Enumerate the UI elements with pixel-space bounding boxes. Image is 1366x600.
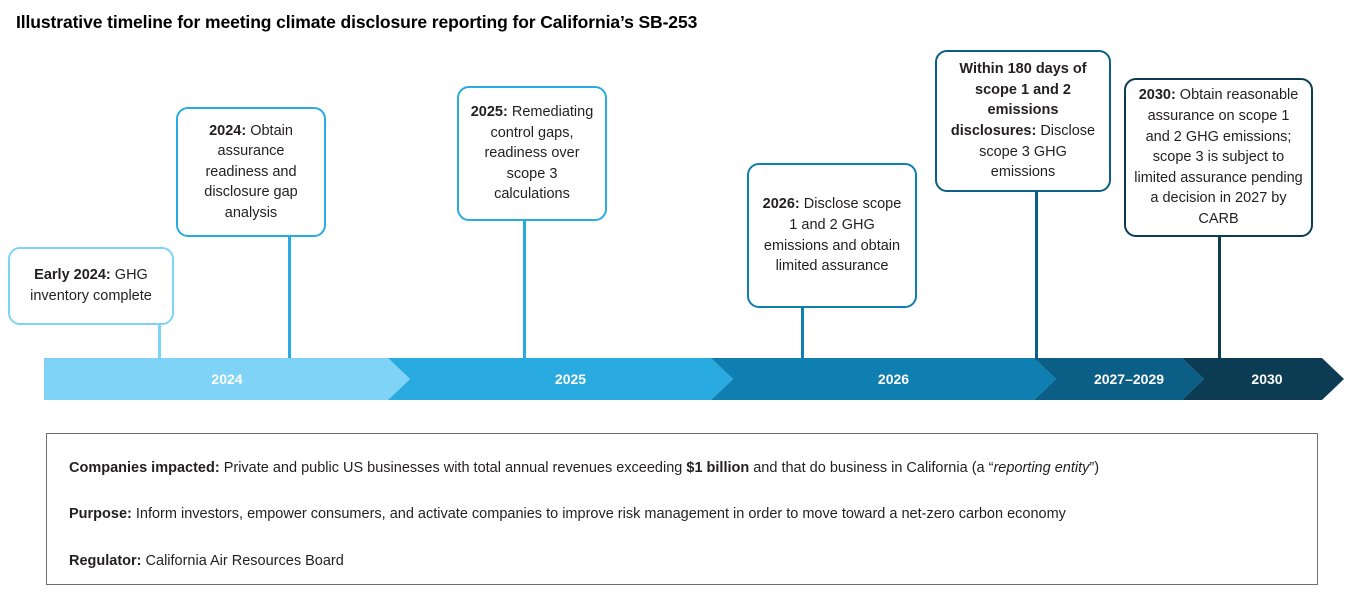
page-title: Illustrative timeline for meeting climat… — [16, 12, 698, 32]
callout-within-180-days[interactable]: Within 180 days of scope 1 and 2 emissio… — [935, 50, 1111, 192]
timeline-bar: 2024 2025 2026 2027–2029 2030 — [44, 358, 1344, 400]
connector-early-2024 — [158, 325, 161, 361]
callout-within-180-days-body: Disclose scope 3 GHG emissions — [979, 123, 1096, 181]
connector-2024 — [288, 237, 291, 361]
companies-impacted-amount: $1 billion — [686, 460, 750, 476]
callout-2030-lead: 2030: — [1138, 87, 1176, 104]
callout-2025[interactable]: 2025: Remediating control gaps, readines… — [457, 86, 607, 221]
timeline-segment-2027-2029[interactable]: 2027–2029 — [1034, 358, 1204, 400]
callout-2025-text: 2025: Remediating control gaps, readines… — [467, 102, 597, 205]
summary-panel: Companies impacted: Private and public U… — [46, 433, 1318, 585]
callout-2025-body: Remediating control gaps, readiness over… — [484, 104, 594, 203]
summary-line-purpose: Purpose: Inform investors, empower consu… — [69, 504, 1295, 524]
timeline-segment-2024[interactable]: 2024 — [44, 358, 410, 400]
companies-impacted-text-1: Private and public US businesses with to… — [219, 460, 687, 476]
timeline-segment-2026-label: 2026 — [877, 371, 910, 387]
companies-impacted-text-3: ”) — [1089, 460, 1100, 476]
companies-impacted-text-2: and that do business in California (a “ — [749, 460, 994, 476]
timeline-segment-2025-label: 2025 — [554, 371, 587, 387]
callout-within-180-days-lead: Within 180 days of scope 1 and 2 emissio… — [950, 61, 1087, 139]
timeline-segment-2027-2029-label: 2027–2029 — [1093, 371, 1165, 387]
callout-2024-body: Obtain assurance readiness and disclosur… — [204, 122, 298, 221]
summary-line-companies-impacted: Companies impacted: Private and public U… — [69, 458, 1295, 478]
timeline-segment-2030-label: 2030 — [1251, 371, 1283, 387]
purpose-text: Inform investors, empower consumers, and… — [131, 506, 1066, 523]
callout-2026-text: 2026: Disclose scope 1 and 2 GHG emissio… — [757, 194, 907, 276]
callout-2025-lead: 2025: — [470, 104, 508, 121]
callout-2026[interactable]: 2026: Disclose scope 1 and 2 GHG emissio… — [747, 163, 917, 308]
timeline-segment-2030[interactable]: 2030 — [1182, 358, 1344, 400]
callout-2024[interactable]: 2024: Obtain assurance readiness and dis… — [176, 107, 326, 237]
callout-2030[interactable]: 2030: Obtain reasonable assurance on sco… — [1124, 78, 1313, 237]
callout-early-2024[interactable]: Early 2024: GHG inventory complete — [8, 247, 174, 325]
summary-line-regulator: Regulator: California Air Resources Boar… — [69, 551, 1295, 571]
connector-within-180-days — [1035, 192, 1038, 361]
callout-within-180-days-text: Within 180 days of scope 1 and 2 emissio… — [945, 59, 1101, 182]
callout-early-2024-text: Early 2024: GHG inventory complete — [18, 265, 164, 306]
timeline-segment-2026[interactable]: 2026 — [711, 358, 1056, 400]
regulator-text: California Air Resources Board — [141, 552, 344, 569]
connector-2026 — [801, 308, 804, 361]
companies-impacted-italic: reporting entity — [993, 460, 1090, 476]
callout-2030-text: 2030: Obtain reasonable assurance on sco… — [1134, 85, 1303, 229]
callout-2026-body: Disclose scope 1 and 2 GHG emissions and… — [763, 196, 902, 275]
callout-2024-lead: 2024: — [209, 122, 247, 139]
connector-2025 — [523, 221, 526, 361]
companies-impacted-label: Companies impacted: — [69, 460, 220, 476]
callout-2026-lead: 2026: — [762, 196, 800, 213]
callout-2024-text: 2024: Obtain assurance readiness and dis… — [186, 121, 316, 224]
callout-2030-body: Obtain reasonable assurance on scope 1 a… — [1134, 87, 1303, 227]
callout-early-2024-body: GHG inventory complete — [30, 267, 152, 304]
connector-2030 — [1218, 237, 1221, 361]
timeline-segment-2025[interactable]: 2025 — [388, 358, 733, 400]
regulator-label: Regulator: — [69, 552, 142, 569]
purpose-label: Purpose: — [69, 506, 132, 523]
callout-early-2024-lead: Early 2024: — [34, 267, 111, 284]
timeline-segment-2024-label: 2024 — [211, 371, 243, 387]
